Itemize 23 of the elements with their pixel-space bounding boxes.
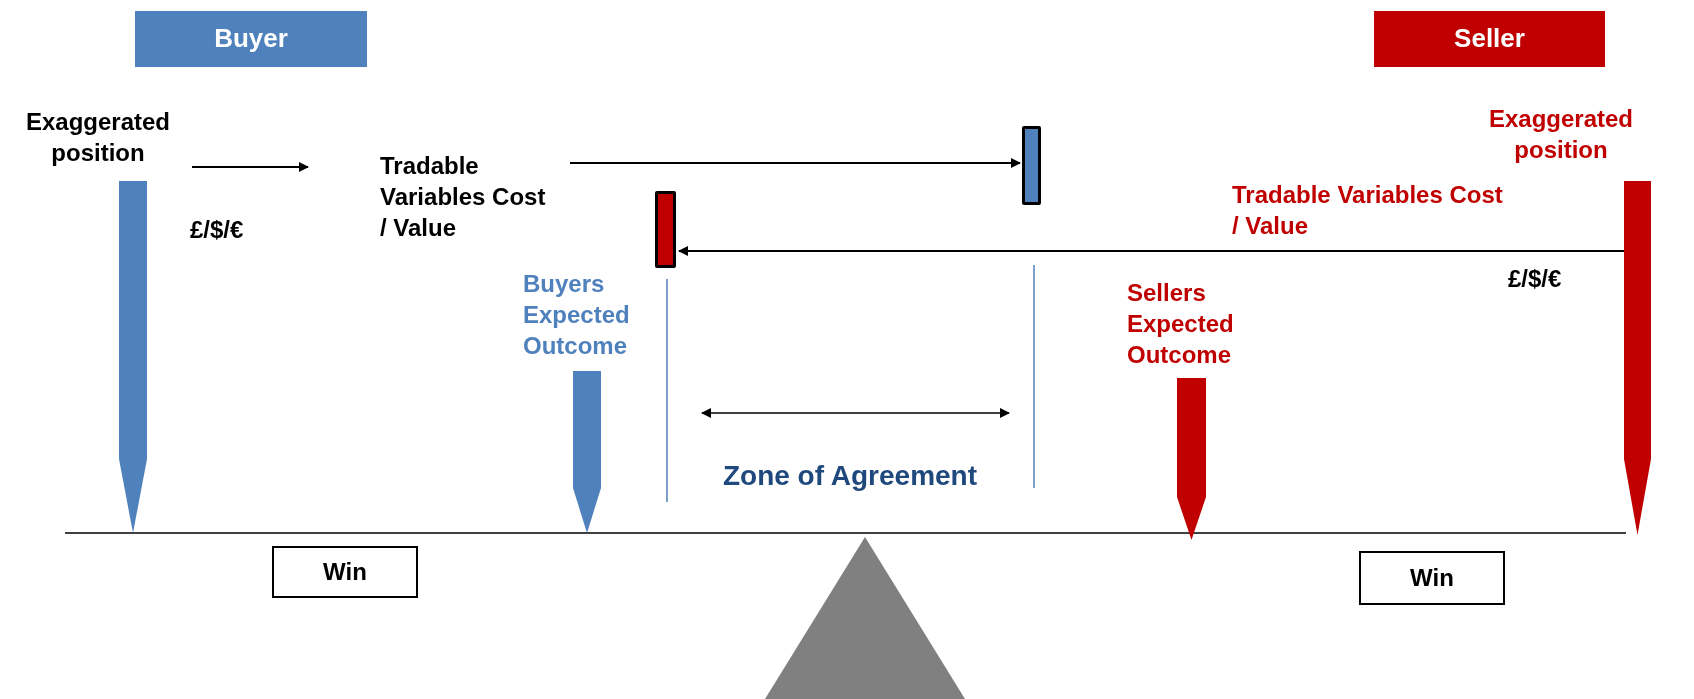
position-pointer <box>1177 378 1206 540</box>
currency-label: £/$/€ <box>190 215 245 245</box>
fulcrum-triangle <box>765 537 965 699</box>
win-box: Win <box>1359 551 1505 605</box>
role-box: Seller <box>1374 11 1605 67</box>
zone-label: Zone of Agreement <box>721 459 979 493</box>
currency-label: £/$/€ <box>1508 264 1563 294</box>
marker-bar <box>655 191 676 268</box>
position-pointer <box>119 181 147 533</box>
variables-text: Tradable Variables Cost / Value <box>380 150 550 244</box>
position-text: Exaggerated position <box>1466 103 1656 166</box>
position-pointer <box>573 371 601 533</box>
variables-text: Tradable Variables Cost / Value <box>1232 179 1507 242</box>
arrow <box>569 158 1021 168</box>
outcome-text: Buyers Expected Outcome <box>523 268 658 362</box>
arrow <box>678 246 1625 256</box>
position-pointer <box>1624 181 1651 535</box>
outcome-text: Sellers Expected Outcome <box>1127 277 1262 371</box>
marker-bar <box>1022 126 1041 205</box>
win-box: Win <box>272 546 418 598</box>
position-text: Exaggerated position <box>8 106 188 169</box>
role-box: Buyer <box>135 11 367 67</box>
arrow <box>191 162 309 172</box>
